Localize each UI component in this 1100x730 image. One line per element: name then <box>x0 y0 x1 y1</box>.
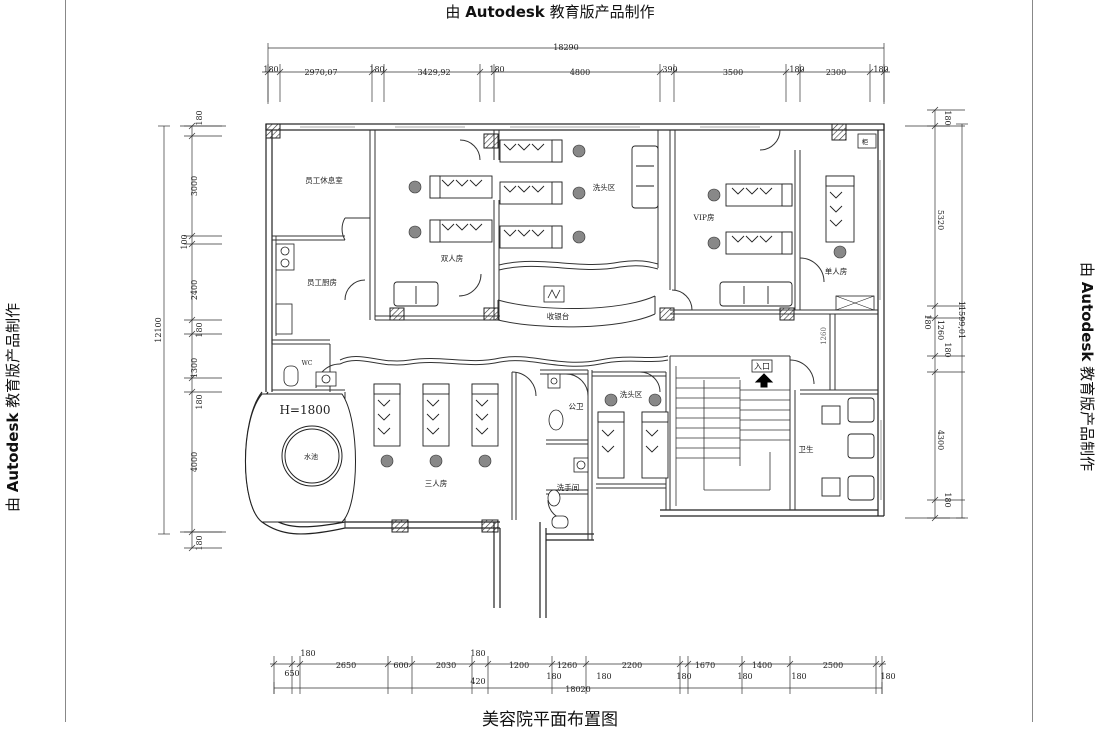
watermark-brand: Autodesk <box>465 3 545 21</box>
label-hair-wash-top: 洗头区 <box>593 182 616 192</box>
label-staff-kitchen: 员工厨房 <box>307 277 337 287</box>
dim-bottom-2: 2650 <box>336 661 356 670</box>
floor-plan: 18290 180 2970,07 180 3429,92 180 4800 3… <box>154 43 968 694</box>
dim-bottom-sub-6: 180 <box>737 672 752 681</box>
plan-title: 美容院平面布置图 <box>482 710 618 730</box>
entrance-arrow-icon <box>754 373 774 388</box>
dim-top-total: 18290 <box>553 43 578 52</box>
dim-bottom-sub-3: 180 <box>546 672 561 681</box>
dim-left-4: 2400 <box>190 280 199 300</box>
label-reception: 收银台 <box>547 311 570 321</box>
stools <box>380 144 847 468</box>
staircase <box>675 366 790 506</box>
dim-right-3: 180 <box>923 314 932 329</box>
dim-bottom-5: 180 <box>470 649 485 658</box>
dim-top-10: 2300 <box>826 68 846 77</box>
label-lounge: 卫生 <box>799 444 814 454</box>
dim-left-8: 4000 <box>190 452 199 472</box>
dim-bottom-sub-7: 180 <box>791 672 806 681</box>
dim-bottom-7: 1260 <box>557 661 577 670</box>
dim-top-3: 180 <box>369 65 384 74</box>
watermark-suffix: 教育版产品制作 <box>549 3 655 21</box>
pool <box>245 393 356 523</box>
dim-top-4: 3429,92 <box>417 68 450 77</box>
label-wc: WC <box>302 360 313 367</box>
wc-fixtures <box>283 365 589 529</box>
label-cabinet: 柜 <box>862 137 869 146</box>
dim-bottom-1: 180 <box>300 649 315 658</box>
dim-left-1: 180 <box>195 110 204 125</box>
label-entrance: 入口 <box>754 362 770 371</box>
dim-right-4: 1260 <box>936 320 945 340</box>
dim-right-2: 5320 <box>936 210 945 230</box>
dim-bottom-8: 2200 <box>622 661 642 670</box>
dim-top-9: 180 <box>789 65 804 74</box>
dim-left-total: 12100 <box>154 317 163 342</box>
dim-bottom-3: 600 <box>393 661 408 670</box>
label-vip-room: VIP房 <box>693 212 715 222</box>
dim-bottom-total: 18020 <box>565 685 590 694</box>
dim-right-6: 4300 <box>936 430 945 450</box>
dim-top-1: 180 <box>263 65 278 74</box>
dim-right-total: 11599,01 <box>957 301 966 339</box>
dim-bottom-6: 1200 <box>509 661 529 670</box>
dimension-lines <box>158 43 968 694</box>
dim-top-5: 180 <box>489 65 504 74</box>
dim-left-9: 180 <box>195 535 204 550</box>
sofas <box>393 145 875 501</box>
windows <box>300 126 882 500</box>
dim-bottom-11: 2500 <box>823 661 843 670</box>
dimension-text: 18290 180 2970,07 180 3429,92 180 4800 3… <box>154 43 966 694</box>
dim-bottom-9: 1670 <box>695 661 715 670</box>
dim-bottom-sub-4: 180 <box>596 672 611 681</box>
drawing-sheet-border <box>65 0 1033 722</box>
dim-right-5: 180 <box>943 342 952 357</box>
label-hair-wash-mid: 洗头区 <box>620 389 643 399</box>
dim-right-1: 180 <box>943 110 952 125</box>
label-staff-lounge: 员工休息室 <box>305 175 343 185</box>
dim-left-7: 180 <box>195 394 204 409</box>
dim-bottom-4: 2030 <box>436 661 456 670</box>
kitchen-fixtures <box>275 236 295 336</box>
label-pool-height: H=1800 <box>279 403 330 417</box>
watermark-prefix: 由 <box>445 3 461 21</box>
dim-bottom-sub-5: 180 <box>676 672 691 681</box>
dim-top-7: 390 <box>662 65 677 74</box>
dim-top-8: 3500 <box>723 68 743 77</box>
label-washroom: 洗手间 <box>557 482 580 492</box>
watermark-top: 由 Autodesk 教育版产品制作 <box>0 1 1100 22</box>
dim-right-7: 180 <box>943 492 952 507</box>
reception-plant-icon <box>543 285 565 303</box>
dim-left-2: 3000 <box>190 176 199 196</box>
dim-left-3: 100 <box>180 234 189 249</box>
beds <box>373 139 855 479</box>
label-public-wc: 公卫 <box>569 402 584 411</box>
dim-top-2: 2970,07 <box>304 68 337 77</box>
dim-top-6: 4800 <box>570 68 590 77</box>
label-triple-room: 三人房 <box>425 478 448 488</box>
dim-left-5: 180 <box>195 322 204 337</box>
structural-columns <box>265 123 847 533</box>
entrance-sign <box>751 359 773 373</box>
label-double-room: 双人房 <box>441 253 464 263</box>
dim-bottom-sub-2: 420 <box>470 677 485 686</box>
label-door-width: 1260 <box>820 327 828 345</box>
cabinet <box>857 133 877 149</box>
shelf <box>835 295 875 311</box>
dim-bottom-sub-1: 650 <box>284 669 299 678</box>
dim-left-6: 1300 <box>190 358 199 378</box>
dim-top-11: 180 <box>873 65 888 74</box>
dim-bottom-10: 1400 <box>752 661 772 670</box>
room-labels: 员工休息室 员工厨房 WC H=1800 水池 双人房 洗头区 收银台 VIP房… <box>279 137 868 492</box>
label-pool: 水池 <box>304 452 318 461</box>
dim-bottom-sub-8: 180 <box>880 672 895 681</box>
label-single-room: 单人房 <box>825 266 848 276</box>
